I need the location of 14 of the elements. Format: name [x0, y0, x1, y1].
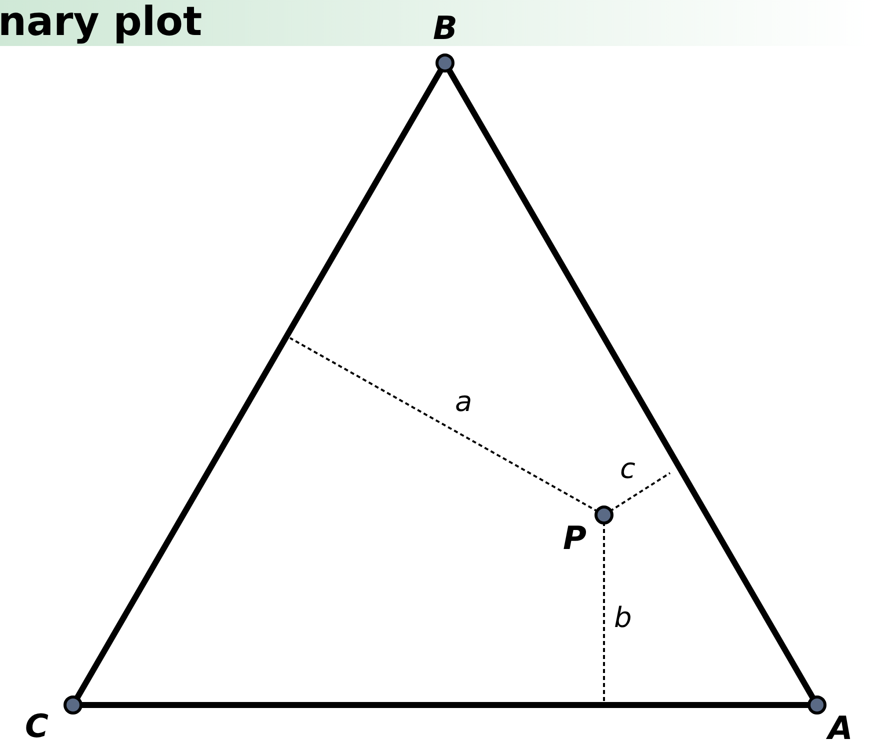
vertex-dot — [63, 695, 83, 715]
vertex-dot — [807, 695, 827, 715]
distance-label: a — [455, 388, 472, 416]
distance-label: c — [620, 455, 636, 483]
vertex-dot — [594, 505, 614, 525]
vertex-label: C — [25, 710, 48, 742]
triangle-side — [446, 68, 816, 700]
distance-label: b — [614, 604, 632, 632]
triangle-side — [74, 68, 444, 700]
vertex-label: B — [433, 12, 458, 44]
vertex-label: P — [563, 522, 586, 554]
vertex-label: A — [828, 712, 853, 744]
title: nary plot — [0, 2, 202, 42]
vertex-dot — [435, 53, 455, 73]
